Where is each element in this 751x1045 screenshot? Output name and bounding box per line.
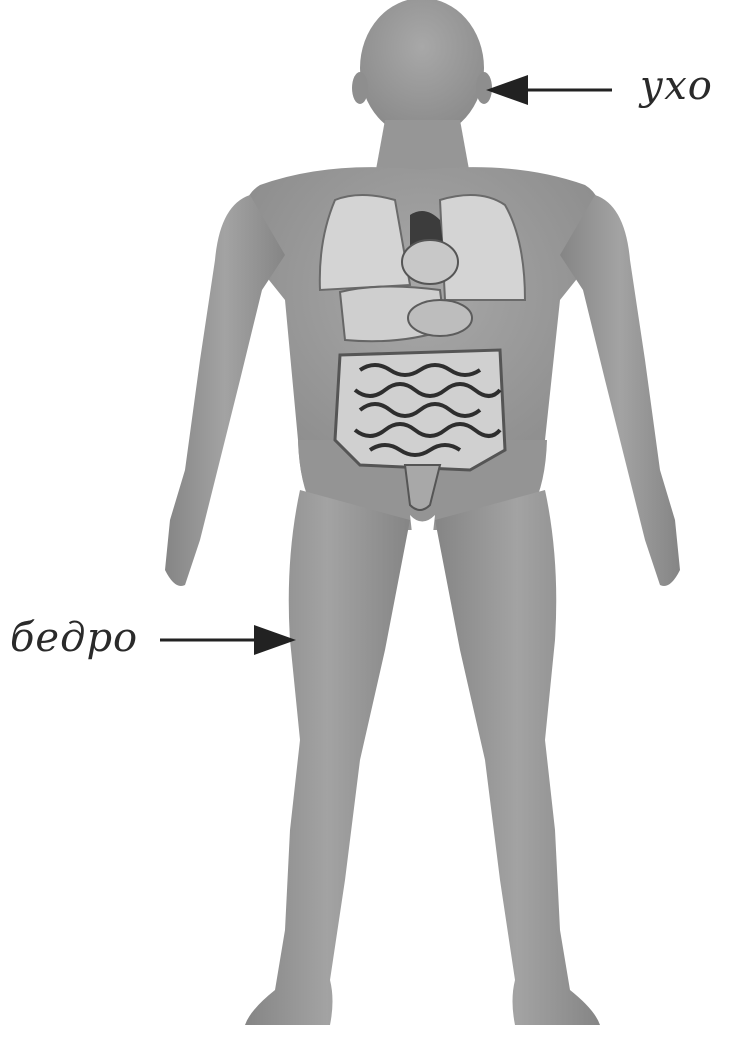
body-silhouette	[165, 0, 680, 1025]
neck	[375, 120, 470, 175]
thigh-label: бедро	[10, 618, 138, 658]
right-lung	[320, 195, 410, 290]
right-arm	[560, 195, 680, 586]
right-ear	[476, 72, 492, 104]
left-arm	[165, 195, 285, 586]
right-leg	[435, 490, 600, 1025]
head	[360, 0, 484, 138]
stomach	[408, 300, 472, 336]
left-leg	[245, 490, 410, 1025]
left-ear	[352, 72, 368, 104]
heart-ventricle	[402, 240, 458, 284]
ear-label: ухо	[640, 66, 713, 106]
leg-gap	[410, 515, 435, 565]
